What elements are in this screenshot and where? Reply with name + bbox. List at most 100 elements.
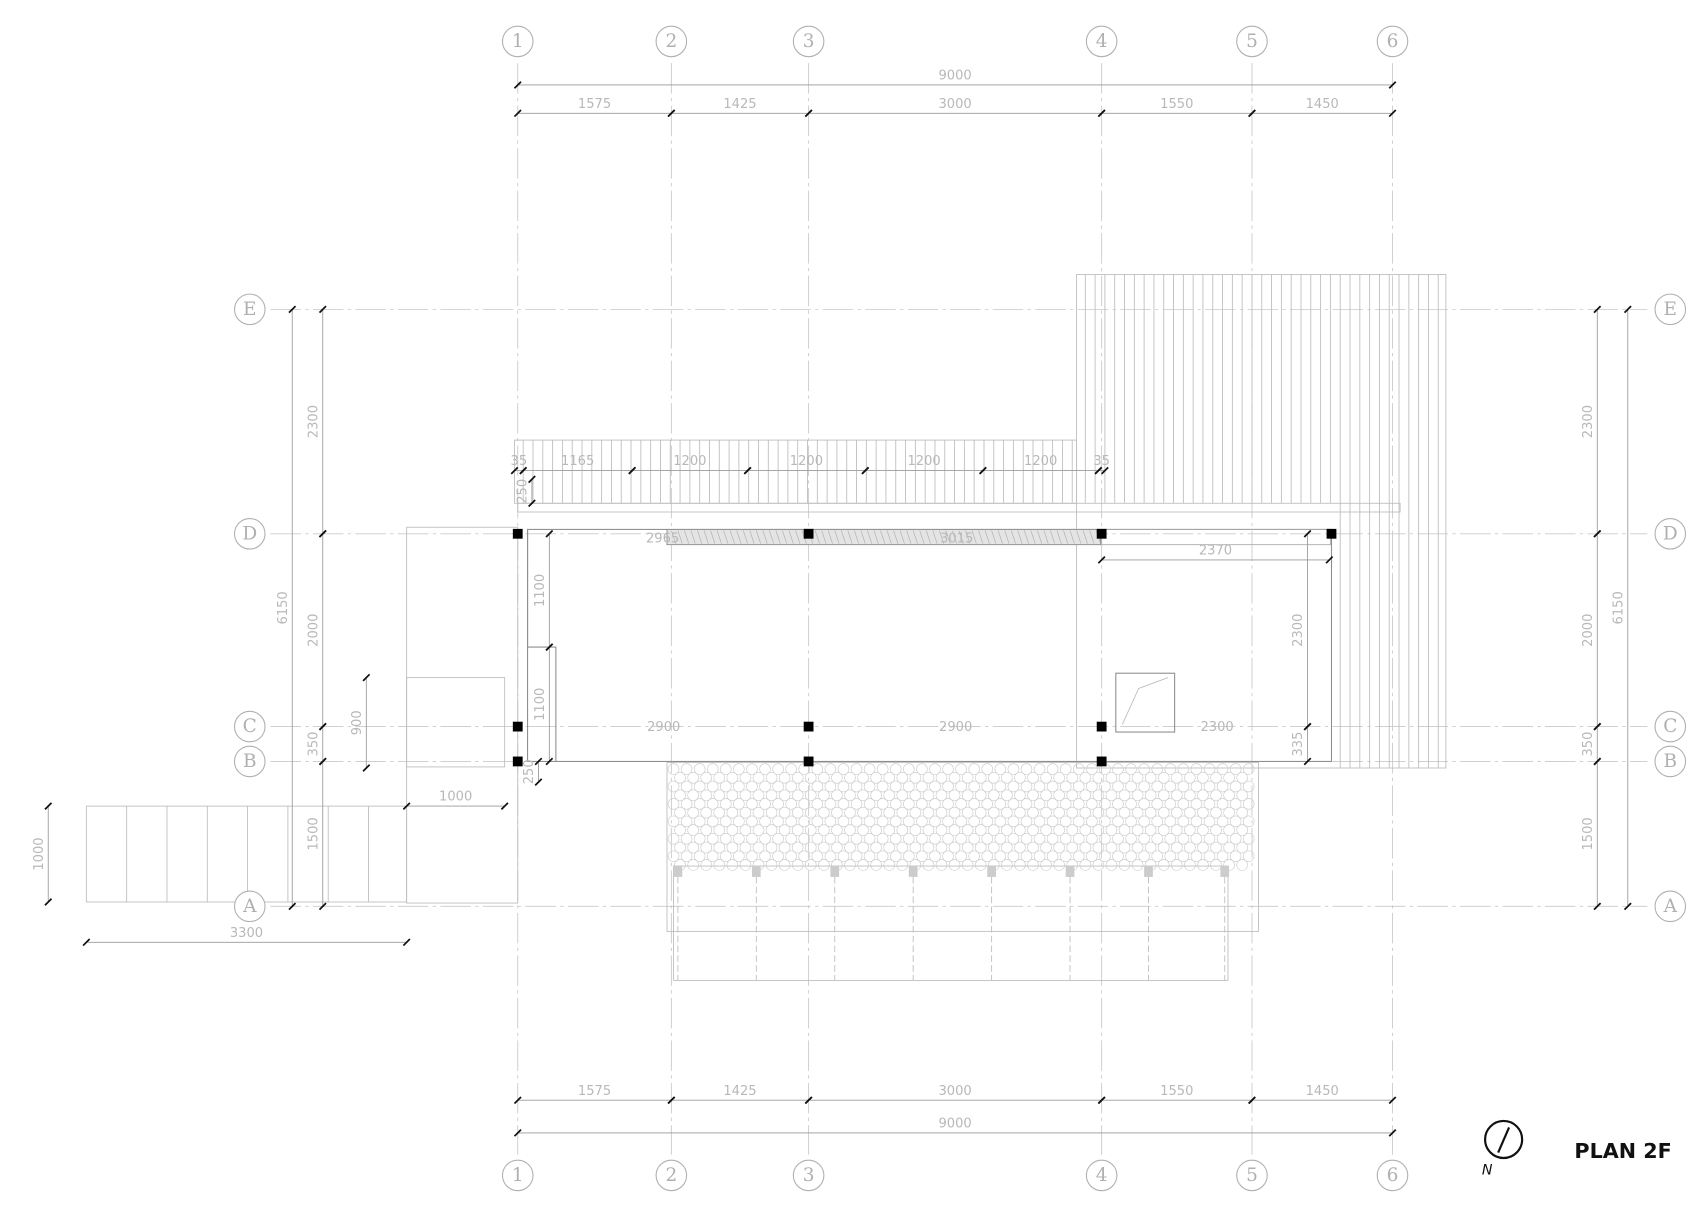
grid-bubble-circle [501, 1159, 534, 1192]
paving-tile [1007, 815, 1020, 828]
paving-tile [968, 815, 980, 828]
window-hatch [840, 530, 846, 544]
paving-tile [988, 772, 1000, 784]
north-label: N [1482, 1162, 1493, 1178]
north-arrow-icon: N [1482, 1119, 1524, 1178]
window-hatch [1069, 530, 1075, 544]
paving-tile [883, 859, 895, 871]
paving-tile [713, 824, 726, 836]
paving-tile [720, 815, 732, 828]
paving-tile [1203, 815, 1216, 828]
window-hatch [971, 530, 977, 544]
dimension-tick [534, 757, 543, 766]
paving-tile [791, 789, 804, 801]
paving-tile [798, 798, 811, 810]
dim-interior: 1000 [32, 837, 47, 870]
paving-tile [752, 806, 765, 819]
paving-tile [935, 772, 948, 784]
dim-interior: 250 [515, 479, 530, 504]
dimension-tick [1097, 1096, 1106, 1105]
paving-tile [1203, 833, 1216, 845]
grid-bubble-label: B [243, 751, 257, 772]
paving-tile [896, 772, 909, 784]
pergola-post [830, 866, 840, 877]
grid-bubble-circle [1654, 517, 1687, 550]
grid-bubble-label: A [1663, 896, 1678, 917]
dim-segment-right: 2300 [1581, 405, 1596, 438]
paving-tile [772, 798, 784, 810]
paving-tile [961, 841, 974, 854]
paving-tile [863, 798, 876, 810]
paving-tile [1014, 859, 1026, 871]
paving-tile [929, 815, 941, 828]
paving-tile [844, 859, 856, 871]
paving-tile [1059, 850, 1072, 863]
paving-tile [942, 798, 954, 810]
grid-bubble-circle [1236, 1159, 1268, 1192]
dimension-tick [1388, 109, 1397, 118]
window-hatch [886, 530, 892, 544]
paving-tile [1131, 824, 1144, 836]
paving-tile [955, 833, 967, 845]
paving-tile [1184, 824, 1196, 836]
paving-tile [857, 824, 869, 836]
paving-tile [1203, 798, 1216, 810]
paving-tile [844, 806, 856, 819]
dimension-tick [1248, 109, 1256, 118]
paving-tile [948, 841, 961, 854]
paving-tile [726, 859, 739, 871]
grid-bubble-circle [792, 25, 825, 58]
paving-tile [1072, 815, 1085, 828]
paving-tile [1007, 798, 1020, 810]
grid-bubble-label: E [1664, 299, 1678, 320]
dimension-tick [804, 109, 813, 118]
paving-tile [968, 780, 980, 793]
paving-tile [1125, 815, 1137, 828]
paving-tile [1092, 859, 1105, 871]
paving-tile [850, 798, 863, 810]
paving-tile [1118, 772, 1131, 784]
grid-bubble-label: 6 [1387, 1165, 1399, 1186]
paving-tile [1086, 798, 1098, 810]
dim-interior: 900 [350, 710, 365, 735]
paving-tile [1072, 763, 1085, 775]
paving-tile [1197, 859, 1209, 871]
dimension-tick [743, 466, 752, 475]
paving-tile [1151, 815, 1163, 828]
paving-tile [929, 833, 941, 845]
paving-tile [1001, 772, 1013, 784]
paving-tile [720, 780, 732, 793]
paving-tile [903, 850, 915, 863]
paving-tile [706, 833, 719, 845]
grid-bubble-circle [233, 745, 266, 778]
paving-tile [831, 824, 843, 836]
paving-tile [1216, 798, 1229, 810]
paving-tile [1131, 806, 1144, 819]
paving-tile [700, 806, 712, 819]
grid-bubble-label: 5 [1246, 1165, 1258, 1186]
paving-tile [1099, 815, 1111, 828]
paving-tile [857, 789, 869, 801]
paving-tile [1144, 806, 1157, 819]
paving-tile [922, 841, 935, 854]
dimension-tick [545, 757, 554, 766]
paving-tile [994, 833, 1007, 845]
grid-bubble-circle [233, 710, 266, 743]
paving-tile [1216, 815, 1229, 828]
paving-tile [1138, 780, 1150, 793]
paving-tile [870, 841, 882, 854]
paving-tile [1216, 833, 1229, 845]
paving-tile [1164, 850, 1177, 863]
paving-tile [1151, 833, 1163, 845]
paving-tile [981, 780, 994, 793]
roof-strip-north [514, 439, 1078, 504]
window-hatch [697, 530, 703, 544]
paving-tile [1242, 850, 1255, 863]
paving-tile [1177, 815, 1190, 828]
paving-tile [1105, 859, 1118, 871]
paving-tile [1118, 789, 1131, 801]
paving-tile [785, 815, 797, 828]
grid-bubble-label: C [243, 716, 257, 737]
paving-tile [674, 824, 686, 836]
